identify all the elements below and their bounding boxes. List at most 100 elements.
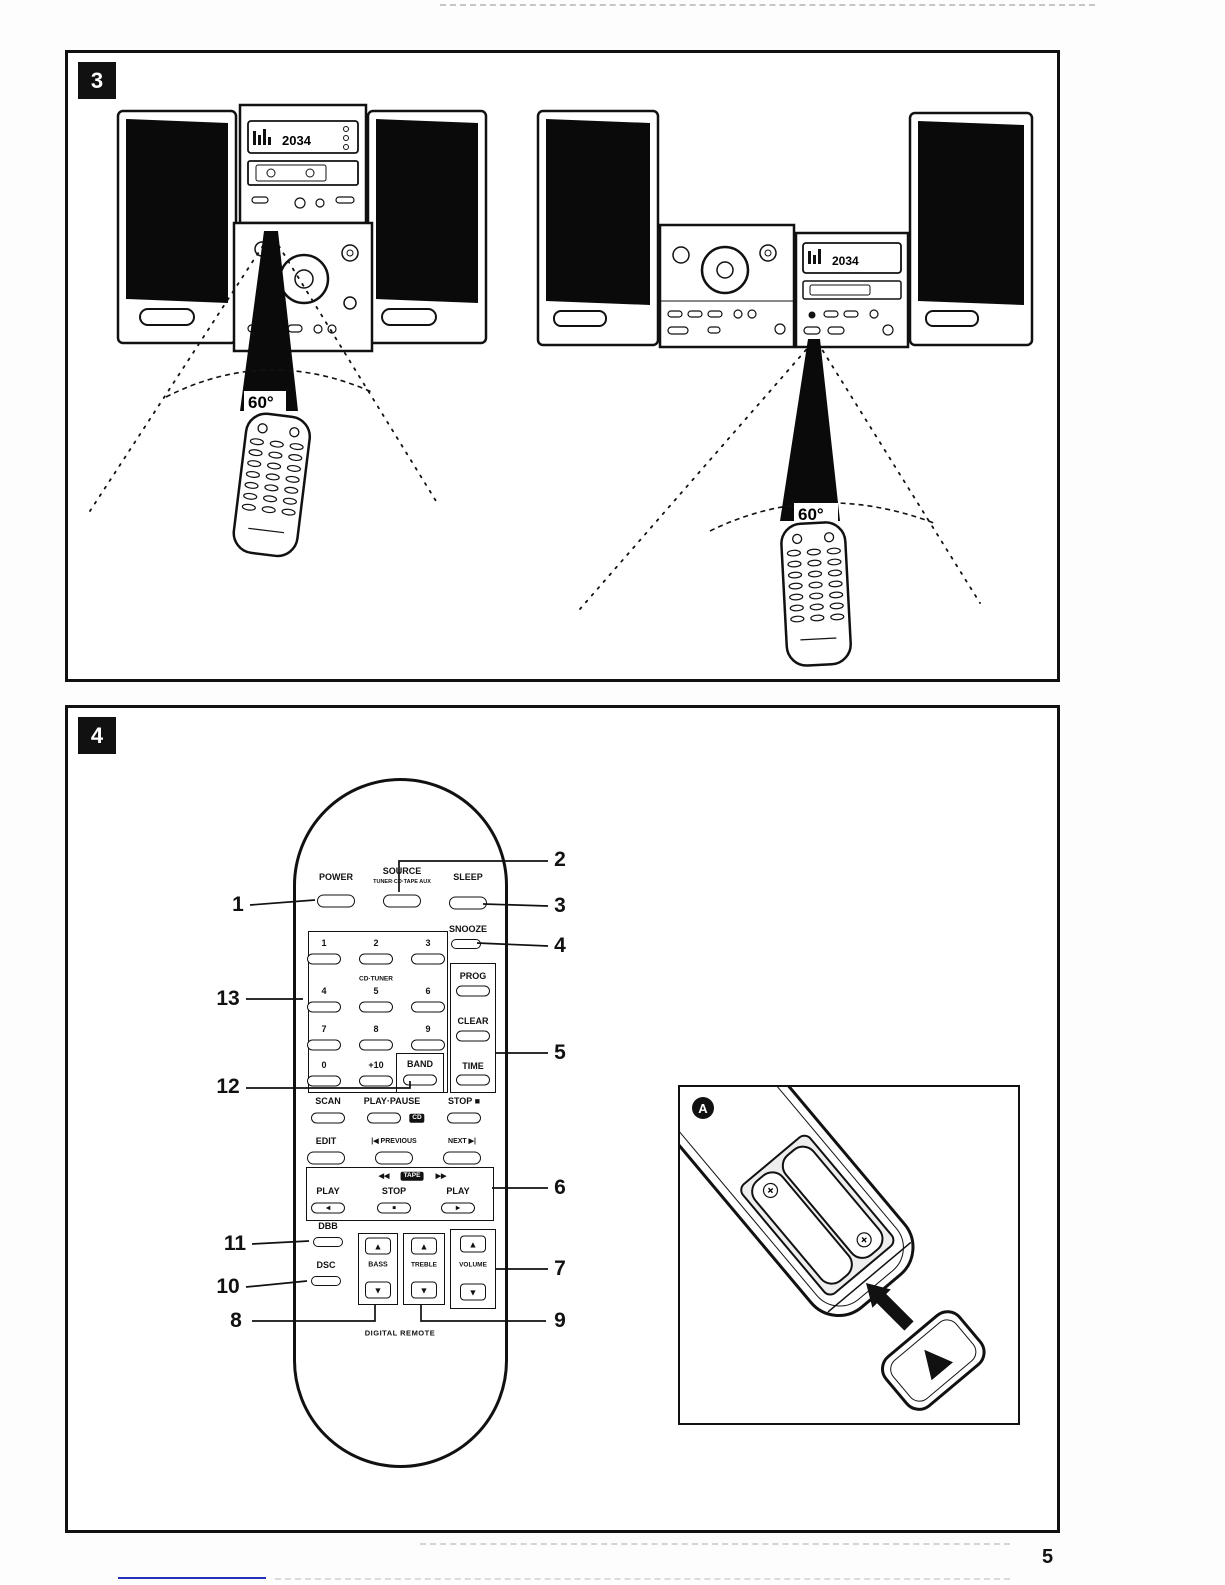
callout-7: 7	[554, 1257, 566, 1280]
snooze-label: SNOOZE	[448, 924, 488, 934]
callout-5: 5	[554, 1041, 566, 1064]
scan-button	[311, 1112, 345, 1124]
cd-tuner-label: CD·TUNER	[359, 975, 393, 983]
remote-control-diagram: POWER SOURCE TUNER·CD·TAPE AUX SLEEP SNO…	[293, 778, 508, 1468]
figure-4: 4 POWER SOURCE TUNER·CD·TAPE AUX SLEEP S…	[65, 705, 1060, 1533]
range-line-right	[273, 237, 437, 502]
time-button	[456, 1074, 490, 1086]
digit-4-button	[307, 1001, 341, 1013]
band-button	[403, 1074, 437, 1086]
angle-label-right: 60°	[798, 505, 824, 524]
digit-6-button	[411, 1001, 445, 1013]
dsc-button	[311, 1276, 341, 1286]
timer-box	[450, 963, 496, 1093]
edit-button	[307, 1151, 345, 1165]
figure-4-label: 4	[78, 717, 116, 754]
cover-arrow-icon	[924, 1349, 954, 1381]
callout-13: 13	[216, 987, 240, 1010]
tape-badge: TAPE	[400, 1171, 424, 1181]
volume-label: VOLUME	[459, 1261, 487, 1269]
digit-8: 8	[373, 1024, 379, 1034]
digit-0-button	[307, 1075, 341, 1087]
band-box	[396, 1053, 444, 1093]
callout-1: 1	[232, 893, 244, 916]
speaker-left	[536, 109, 660, 347]
figure-3-label: 3	[78, 62, 116, 99]
snooze-button	[451, 939, 481, 949]
remote-drawing-right	[780, 521, 852, 667]
inset-a-label: A	[692, 1097, 714, 1119]
callout-9: 9	[554, 1309, 566, 1332]
tape-stop-label: STOP	[381, 1186, 407, 1196]
digit-1-button	[307, 953, 341, 965]
stereo-system-right: 2034 60°	[536, 109, 1034, 667]
dbb-label: DBB	[318, 1221, 338, 1231]
figure-3-drawing: 2034	[89, 103, 1034, 667]
scan-artifact-bottom	[420, 1543, 1010, 1545]
callout-12: 12	[216, 1075, 240, 1098]
plus10-button	[359, 1075, 393, 1087]
callout-2: 2	[554, 848, 566, 871]
play-pause-button	[367, 1112, 401, 1124]
ffwd-label: ▶▶	[435, 1173, 447, 1180]
tape-play-right-button: ▶	[441, 1202, 475, 1214]
time-label: TIME	[462, 1061, 484, 1071]
callout-10: 10	[216, 1275, 240, 1298]
next-label: NEXT ▶|	[448, 1138, 476, 1145]
clear-label: CLEAR	[457, 1016, 489, 1026]
volume-down-button: ▼	[460, 1283, 486, 1301]
brand-label: DIGITAL REMOTE	[364, 1328, 436, 1338]
scan-label: SCAN	[315, 1096, 341, 1106]
range-line-right	[817, 342, 981, 604]
source-label: SOURCE	[382, 866, 422, 876]
digit-5-button	[359, 1001, 393, 1013]
main-unit-knobs	[658, 223, 796, 349]
next-button	[443, 1151, 481, 1165]
prog-button	[456, 985, 490, 997]
rewind-label: ◀◀	[378, 1173, 390, 1180]
sleep-label: SLEEP	[453, 872, 483, 882]
speaker-left	[116, 109, 238, 345]
digit-5: 5	[373, 986, 379, 996]
tape-play-right-label: PLAY	[446, 1186, 470, 1196]
treble-label: TREBLE	[411, 1261, 437, 1269]
bass-label: BASS	[368, 1261, 388, 1269]
play-pause-label: PLAY·PAUSE	[363, 1096, 421, 1106]
edit-label: EDIT	[315, 1136, 337, 1146]
digit-3: 3	[425, 938, 431, 948]
battery-drawing: + +	[680, 1087, 986, 1411]
ir-beam	[780, 339, 840, 521]
speaker-right	[366, 109, 488, 345]
page-number: 5	[1042, 1546, 1054, 1568]
keypad-box	[308, 931, 448, 1093]
treble-down-button: ▼	[411, 1281, 437, 1299]
digit-2: 2	[373, 938, 379, 948]
insert-arrow-icon	[866, 1283, 914, 1331]
angle-label-left: 60°	[248, 393, 274, 412]
power-label: POWER	[318, 872, 354, 882]
display-left: 2034	[282, 133, 312, 148]
bass-up-button: ▲	[365, 1237, 391, 1255]
source-button	[383, 894, 421, 908]
callout-8: 8	[230, 1309, 242, 1332]
digit-7: 7	[321, 1024, 327, 1034]
prog-label: PROG	[459, 971, 487, 981]
scan-artifact-blue-line	[118, 1577, 266, 1579]
callout-3: 3	[554, 894, 566, 917]
digit-6: 6	[425, 986, 431, 996]
volume-up-button: ▲	[460, 1235, 486, 1253]
digit-2-button	[359, 953, 393, 965]
stop-label: STOP ■	[447, 1096, 481, 1106]
previous-label: |◀ PREVIOUS	[371, 1138, 417, 1145]
dbb-button	[313, 1237, 343, 1247]
dsc-label: DSC	[316, 1260, 336, 1270]
digit-3-button	[411, 953, 445, 965]
speaker-right	[908, 111, 1034, 347]
tape-box	[306, 1167, 494, 1221]
battery-cover	[880, 1310, 986, 1411]
tape-play-left-button: ◀	[311, 1202, 345, 1214]
main-unit-upper: 2034	[238, 103, 368, 225]
band-label: BAND	[407, 1059, 433, 1069]
callout-6: 6	[554, 1176, 566, 1199]
